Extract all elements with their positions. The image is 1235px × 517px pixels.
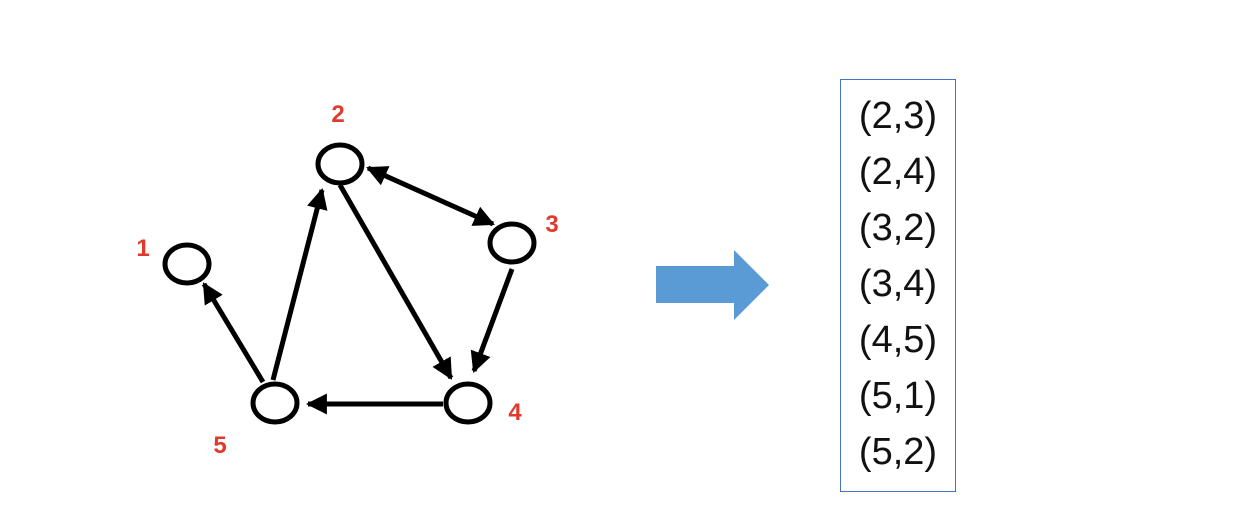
node-1 xyxy=(162,242,212,286)
node-5 xyxy=(250,381,300,425)
edge-list-item: (5,1) xyxy=(858,375,938,417)
edge-2-3 xyxy=(366,165,495,227)
node-3 xyxy=(487,221,537,265)
node-label-2: 2 xyxy=(331,101,344,128)
node-2 xyxy=(315,142,365,186)
edge-list-item: (3,4) xyxy=(858,263,938,305)
edge-list: (2,3) (2,4) (3,2) (3,4) (4,5) (5,1) (5,2) xyxy=(840,79,956,492)
node-label-1: 1 xyxy=(136,235,149,262)
node-label-3: 3 xyxy=(545,211,558,238)
edge-5-1 xyxy=(201,282,266,384)
edge-list-item: (4,5) xyxy=(858,319,938,361)
edge-list-item: (2,3) xyxy=(858,95,938,137)
edges-layer xyxy=(201,165,515,415)
edge-5-2 xyxy=(270,187,328,381)
edge-list-item: (5,2) xyxy=(858,431,938,473)
edge-3-4 xyxy=(470,268,515,373)
node-label-5: 5 xyxy=(213,432,226,459)
edge-2-4 xyxy=(337,183,454,380)
right-arrow-icon xyxy=(656,250,769,320)
edge-list-item: (2,4) xyxy=(858,151,938,193)
node-4 xyxy=(443,381,493,425)
node-label-4: 4 xyxy=(508,399,522,426)
nodes-layer xyxy=(162,142,537,425)
node-labels-layer: 1 2 3 4 5 xyxy=(136,101,558,459)
edge-list-item: (3,2) xyxy=(858,207,938,249)
